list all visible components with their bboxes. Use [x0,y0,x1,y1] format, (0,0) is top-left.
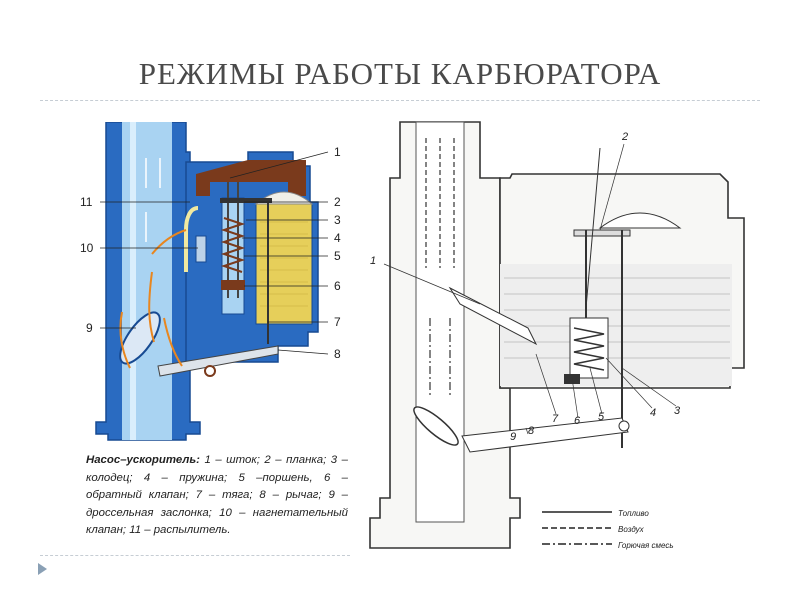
right-label-3: 3 [674,405,681,417]
slide-title: РЕЖИМЫ РАБОТЫ КАРБЮРАТОРА [138,56,662,91]
left-label-9: 9 [86,321,93,335]
diagram-caption: Насос–ускоритель: 1 – шток; 2 – планка; … [86,452,348,540]
accelerator-pump-diagram: 1 2 3 4 5 6 7 8 9 10 11 [78,121,358,550]
legend-fuel: Топливо [618,509,649,518]
right-label-9: 9 [510,431,516,443]
right-label-2: 2 [621,131,628,143]
right-label-5: 5 [598,411,605,423]
left-label-4: 4 [334,231,341,245]
left-label-5: 5 [334,249,341,263]
left-label-11: 11 [80,195,93,209]
left-label-7: 7 [334,315,341,329]
flow-legend: Топливо Воздух Горючая смесь [542,509,674,550]
left-label-2: 2 [334,195,341,209]
left-label-6: 6 [334,279,341,293]
right-label-1: 1 [370,255,376,267]
accelerator-pump-drawing: 1 2 3 4 5 6 7 8 9 10 11 [80,121,341,441]
left-label-10: 10 [80,241,94,255]
right-label-6: 6 [574,415,581,427]
right-label-7: 7 [552,413,559,425]
triangle-bullet-icon [38,563,47,575]
carburetor-line-diagram: 1 2 3 4 5 6 7 8 9 Топливо Воздух Горючая… [360,118,770,558]
left-label-3: 3 [334,213,341,227]
right-label-8: 8 [528,425,535,437]
left-label-8: 8 [334,347,341,361]
carburetor-line-drawing: 1 2 3 4 5 6 7 8 9 Топливо Воздух Горючая… [369,121,745,550]
caption-body: 1 – шток; 2 – планка; 3 – колодец; 4 – п… [86,454,348,536]
right-label-4: 4 [650,407,656,419]
legend-air: Воздух [618,525,645,534]
footer-divider [40,555,350,556]
title-divider [40,100,760,101]
caption-lead: Насос–ускоритель: [86,454,200,466]
left-label-1: 1 [334,145,341,159]
legend-mixture: Горючая смесь [618,541,674,550]
